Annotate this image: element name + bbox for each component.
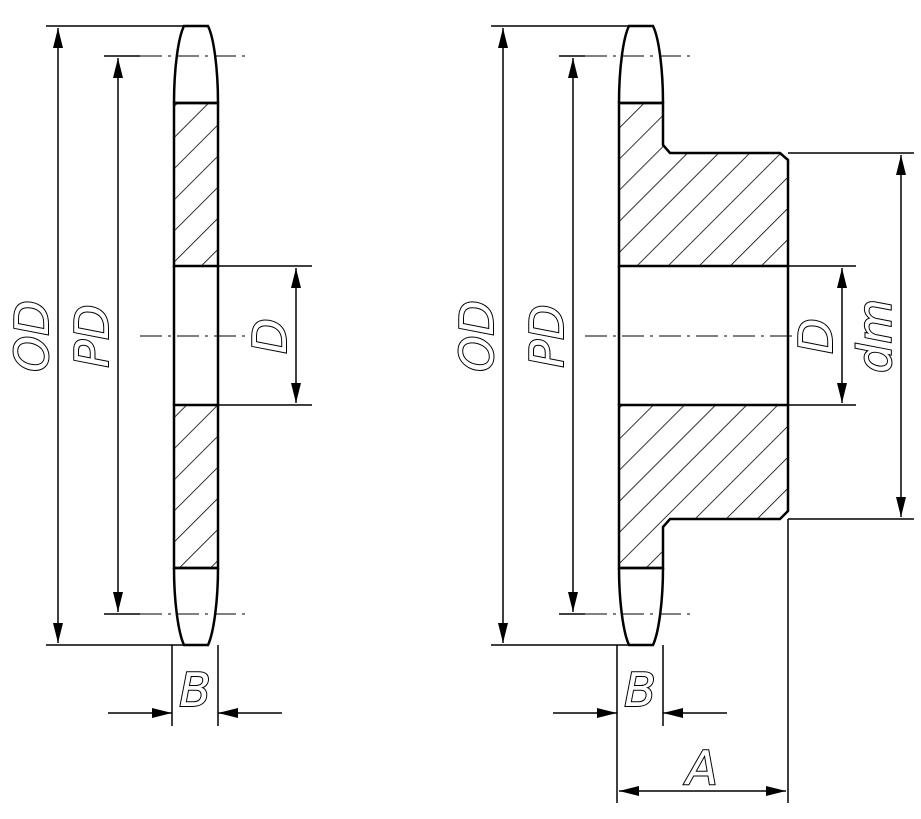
b-label: B [179,663,211,717]
upper-hatched-section [617,101,790,268]
lower-tooth [617,567,665,647]
hub-sprocket-view: OD PD D dm B A [449,24,914,803]
lower-tooth [172,567,220,647]
pd-label: PD [520,304,574,367]
lower-hatched-section [617,403,790,570]
pd-label: PD [65,304,119,367]
d-label: D [243,318,297,353]
b-label: B [624,663,656,717]
dm-label: dm [848,299,902,373]
upper-tooth [172,24,220,104]
od-label: OD [5,300,59,372]
lower-hatched-section [172,403,220,570]
plain-sprocket-view: OD PD D B [4,24,312,726]
upper-tooth [617,24,665,104]
od-label: OD [450,300,504,372]
upper-hatched-section [172,101,220,268]
d-label: D [789,318,843,353]
a-label: A [683,741,717,795]
